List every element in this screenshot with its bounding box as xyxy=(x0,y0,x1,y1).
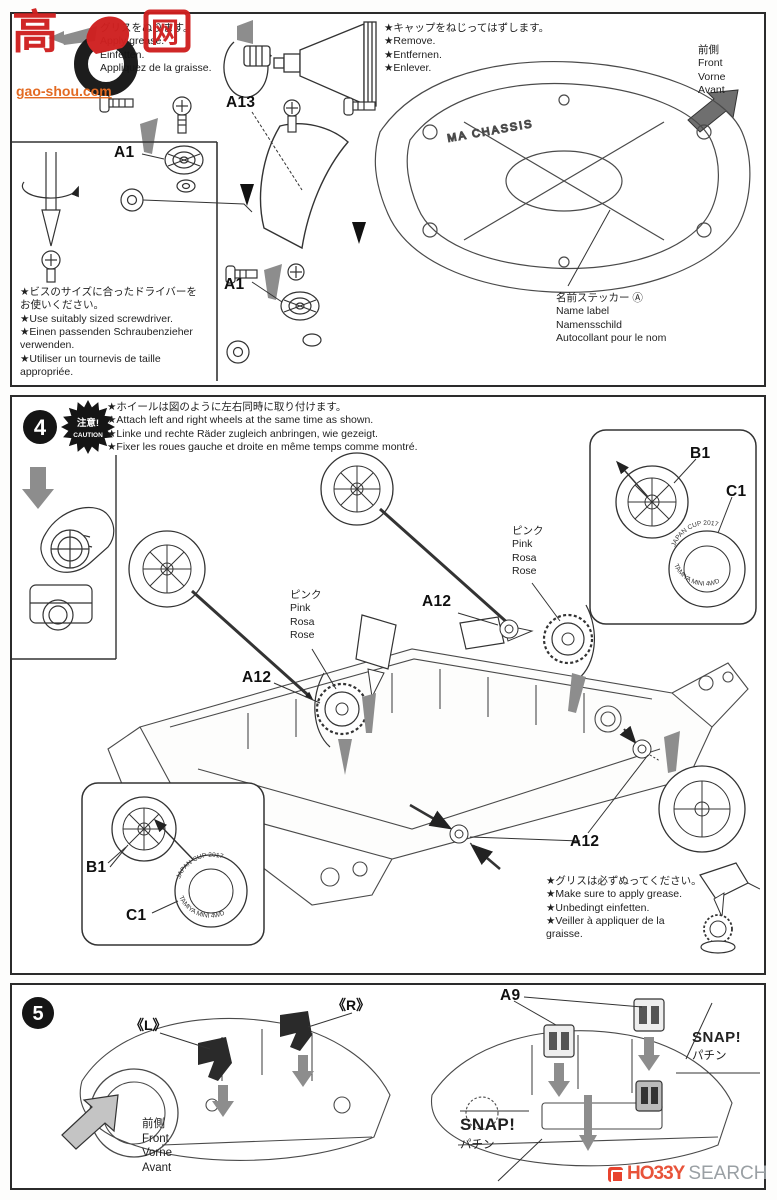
part-label-a1-upper: A1 xyxy=(114,144,135,161)
screw-icons xyxy=(99,93,376,284)
name-label-note: 名前ステッカー Ⓐ Name label Namensschild Autoco… xyxy=(556,292,667,344)
part-label-c1-bottom: C1 xyxy=(126,907,147,924)
axle-washers xyxy=(409,725,680,870)
cap-note: ★キャップをねじってはずします。 ★Remove. ★Entfernen. ★E… xyxy=(384,22,550,74)
part-label-a12-left: A12 xyxy=(242,669,272,686)
front-note: 前側 Front Vorne Avant xyxy=(698,44,726,96)
front-arrow-icon xyxy=(687,89,739,133)
grease-apply-icon xyxy=(699,862,760,954)
label-left-part: 《L》 xyxy=(130,1017,167,1033)
chassis-molding-text: MA CHASSIS xyxy=(446,118,534,145)
assembly-arrow-icon xyxy=(240,184,254,206)
part-label-a12-right: A12 xyxy=(570,833,600,850)
svg-text:CAUTION: CAUTION xyxy=(73,432,103,439)
site-watermark: 高 网 gao-shou.com xyxy=(10,2,210,111)
hand-press-inset xyxy=(12,455,117,660)
panel-step4: 4 注意! CAUTION JAPAN C xyxy=(10,395,766,975)
step5-illustration: 5 xyxy=(22,996,760,1182)
step4-header-note: ★ホイールは図のように左右同時に取り付けます。 ★Attach left and… xyxy=(107,401,418,453)
svg-text:gao-shou.com: gao-shou.com xyxy=(16,83,112,99)
hobby-search-icon xyxy=(608,1166,624,1183)
svg-text:4: 4 xyxy=(34,415,47,440)
step4-grease-note: ★グリスは必ずぬってください。 ★Make sure to apply grea… xyxy=(546,875,702,941)
svg-text:注意!: 注意! xyxy=(77,417,99,429)
chassis-top-view: MA CHASSIS xyxy=(374,60,751,294)
wheel-tire-inset-top: JAPAN CUP 2017 TAMIYA MINI 4WD xyxy=(589,429,757,625)
label-right-part: 《R》 xyxy=(332,997,371,1013)
panel-step5: 5 xyxy=(10,983,768,1190)
part-label-a9: A9 xyxy=(500,987,521,1004)
clip-parts-a9 xyxy=(543,998,665,1151)
front-arrow-icon xyxy=(61,1094,119,1150)
assembly-arrow-icon xyxy=(352,222,366,244)
step4-illustration: 4 注意! CAUTION JAPAN C xyxy=(12,400,760,954)
roller-parts xyxy=(120,145,322,364)
grease-wedge-icon xyxy=(140,118,158,154)
snap-callout-bottom: SNAP! パチン xyxy=(460,1115,516,1151)
chassis-rear-left xyxy=(79,1017,391,1161)
part-label-c1-top: C1 xyxy=(726,483,747,500)
grease-wedge-icon xyxy=(264,264,282,300)
leader-lines xyxy=(107,582,649,864)
leader-lines xyxy=(159,996,760,1182)
wheel-tire-inset-bottom: JAPAN CUP 2017 TAMIYA MINI 4WD xyxy=(81,782,265,946)
switch-part-left xyxy=(198,1011,314,1117)
site-watermark-logo: 高 网 gao-shou.com xyxy=(12,6,191,99)
step3-illustration: MA CHASSIS xyxy=(12,20,751,381)
wheel-axle-parts xyxy=(128,452,516,701)
svg-text:5: 5 xyxy=(32,1003,43,1025)
part-a13-arm xyxy=(259,123,349,250)
panel-step3: MA CHASSIS xyxy=(10,12,766,387)
caution-badge: 注意! CAUTION xyxy=(61,400,115,454)
front-note-step5: 前側 Front Vorne Avant xyxy=(142,1118,173,1174)
screwdriver-note: ★ビスのサイズに合ったドライバーを お使いください。 ★Use suitably… xyxy=(20,286,197,378)
screwdriver-inset xyxy=(12,141,218,381)
leader-lines xyxy=(141,111,611,303)
hobby-search-watermark: HO33Y SEARCH xyxy=(608,1163,768,1185)
step-4-badge: 4 xyxy=(23,410,57,444)
svg-text:网: 网 xyxy=(151,17,179,48)
part-label-a1-lower: A1 xyxy=(224,276,245,293)
pink-note-right: ピンク Pink Rosa Rose xyxy=(512,525,544,577)
part-label-a13: A13 xyxy=(226,94,256,111)
part-label-b1-bottom: B1 xyxy=(86,859,107,876)
svg-text:高: 高 xyxy=(12,6,58,58)
spare-tire xyxy=(658,765,746,853)
snap-callout-right: SNAP! パチン xyxy=(692,1029,742,1062)
pink-gear-right xyxy=(459,604,596,713)
step-5-badge: 5 xyxy=(22,997,54,1029)
pink-gear-left xyxy=(314,614,397,775)
part-label-b1-top: B1 xyxy=(690,445,711,462)
pink-note-left: ピンク Pink Rosa Rose xyxy=(290,589,322,641)
part-label-a12-mid: A12 xyxy=(422,593,452,610)
